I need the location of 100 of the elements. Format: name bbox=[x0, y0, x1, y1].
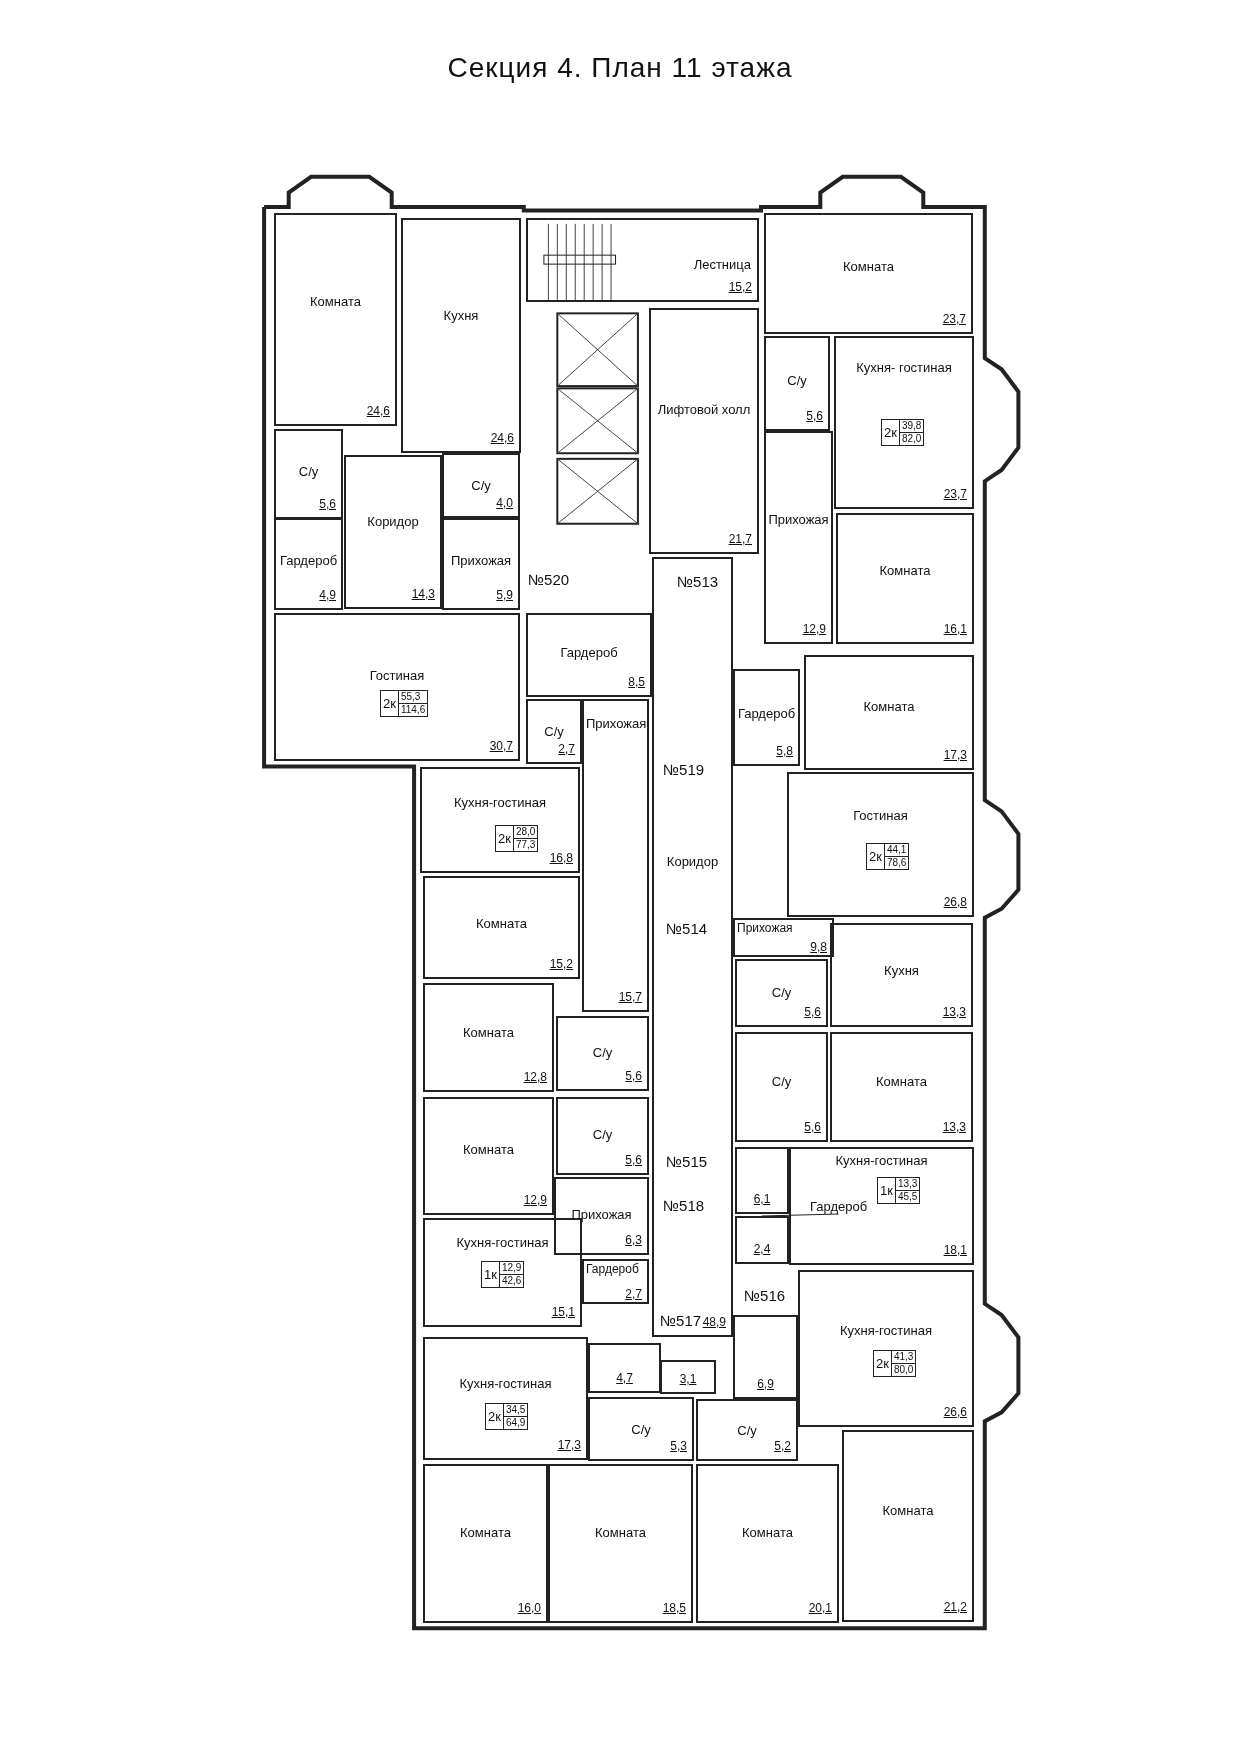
room-outline bbox=[735, 959, 828, 1027]
room-area: 5,6 bbox=[804, 1120, 821, 1134]
room-name: Лифтовой холл bbox=[657, 401, 751, 417]
room-area: 3,1 bbox=[679, 1372, 697, 1386]
room-area: 12,9 bbox=[802, 622, 826, 636]
room-name: С/у bbox=[471, 478, 491, 494]
apartment-badge bbox=[873, 1350, 917, 1377]
room-area: 12,9 bbox=[523, 1193, 547, 1207]
room-area: 2,7 bbox=[625, 1287, 642, 1301]
living-area: 44,1 bbox=[884, 844, 909, 857]
room-name: Комната bbox=[463, 1142, 514, 1158]
plan-title: Секция 4. План 11 этажа bbox=[446, 52, 794, 84]
room-name: Гардероб bbox=[810, 1199, 868, 1214]
room-area: 5,6 bbox=[806, 409, 823, 423]
room-outline bbox=[804, 655, 974, 770]
room-name: Комната bbox=[310, 294, 361, 310]
room-outline bbox=[556, 1097, 649, 1175]
room-area: 13,3 bbox=[942, 1120, 966, 1134]
room-count: 2к bbox=[381, 691, 399, 716]
room-outline bbox=[696, 1464, 839, 1623]
total-area: 80,0 bbox=[891, 1364, 916, 1376]
room-name: Кухня-гостиная bbox=[459, 1376, 552, 1391]
room-area: 15,2 bbox=[549, 957, 573, 971]
room-name: Кухня-гостиная bbox=[840, 1323, 932, 1338]
room-name: Гостиная bbox=[369, 668, 425, 683]
room-area: 15,2 bbox=[728, 280, 752, 294]
room-outline bbox=[526, 699, 582, 764]
room-name: Гардероб bbox=[279, 553, 338, 569]
room-area: 8,5 bbox=[628, 675, 645, 689]
room-area: 23,7 bbox=[942, 312, 966, 326]
apartment-number: №514 bbox=[666, 920, 708, 937]
room-area: 2,4 bbox=[753, 1242, 771, 1256]
room-name: Комната bbox=[843, 259, 894, 275]
room-outline bbox=[660, 1360, 716, 1394]
room-area: 13,3 bbox=[942, 1005, 966, 1019]
room-name: Кухня bbox=[443, 307, 479, 323]
room-area: 14,3 bbox=[411, 587, 435, 601]
room-name: С/у bbox=[298, 463, 319, 479]
room-outline bbox=[764, 336, 830, 431]
room-outline bbox=[836, 513, 974, 644]
room-outline bbox=[652, 557, 733, 1337]
room-area: 15,7 bbox=[618, 990, 642, 1004]
room-area: 26,6 bbox=[943, 1405, 967, 1419]
room-outline bbox=[735, 1216, 789, 1264]
living-area: 55,3 bbox=[398, 691, 428, 704]
room-outline bbox=[735, 1032, 828, 1142]
total-area: 42,6 bbox=[499, 1275, 524, 1287]
room-name: Кухня-гостиная bbox=[456, 1235, 549, 1250]
room-name: Кухня-гостиная bbox=[454, 795, 546, 810]
living-area: 13,3 bbox=[895, 1178, 920, 1191]
room-outline bbox=[764, 431, 833, 644]
apartment-number: №515 bbox=[666, 1153, 708, 1170]
room-outline bbox=[582, 699, 649, 1012]
room-area: 6,3 bbox=[625, 1233, 642, 1247]
room-count: 2к bbox=[496, 826, 514, 851]
room-outline bbox=[764, 213, 973, 334]
room-area: 5,8 bbox=[776, 744, 793, 758]
room-area: 21,2 bbox=[943, 1600, 967, 1614]
apartment-number: №518 bbox=[663, 1197, 705, 1214]
living-area: 28,0 bbox=[513, 826, 538, 839]
room-name: Комната bbox=[863, 699, 915, 715]
room-outline bbox=[789, 1147, 974, 1265]
room-outline bbox=[588, 1343, 661, 1393]
room-outline bbox=[423, 1337, 588, 1460]
room-area: 5,6 bbox=[625, 1153, 642, 1167]
room-name: С/у bbox=[771, 1074, 792, 1090]
apartment-badge bbox=[877, 1177, 921, 1204]
room-area: 26,8 bbox=[943, 895, 967, 909]
room-area: 5,6 bbox=[319, 497, 336, 511]
room-outline bbox=[588, 1397, 694, 1461]
room-count: 2к bbox=[882, 420, 900, 445]
apartment-badge bbox=[485, 1403, 529, 1430]
apartment-number: №513 bbox=[677, 573, 719, 590]
room-name: Гардероб bbox=[586, 1262, 639, 1277]
room-name: Лестница bbox=[693, 257, 751, 272]
room-count: 2к bbox=[486, 1404, 504, 1429]
room-outline bbox=[842, 1430, 974, 1622]
room-outline bbox=[733, 1315, 798, 1399]
total-area: 77,3 bbox=[513, 839, 538, 851]
room-outline bbox=[274, 613, 520, 761]
room-outline bbox=[442, 453, 520, 518]
room-area: 4,7 bbox=[616, 1371, 633, 1385]
living-area: 12,9 bbox=[499, 1262, 524, 1275]
room-area: 5,3 bbox=[670, 1439, 687, 1453]
room-outline bbox=[423, 876, 580, 979]
room-outline bbox=[274, 213, 397, 426]
room-count: 2к bbox=[867, 844, 885, 869]
living-area: 34,5 bbox=[503, 1404, 528, 1417]
living-area: 39,8 bbox=[899, 420, 924, 433]
room-outline bbox=[649, 308, 759, 554]
apartment-badge bbox=[481, 1261, 525, 1288]
room-name: Прихожая bbox=[586, 716, 647, 731]
room-area: 20,1 bbox=[808, 1601, 832, 1615]
total-area: 64,9 bbox=[503, 1417, 528, 1429]
room-count: 1к bbox=[482, 1262, 500, 1287]
room-name: С/у bbox=[737, 1423, 757, 1439]
total-area: 78,6 bbox=[884, 857, 909, 869]
apartment-number: №517 bbox=[660, 1312, 702, 1329]
living-area: 41,3 bbox=[891, 1351, 916, 1364]
room-outline bbox=[787, 772, 974, 917]
